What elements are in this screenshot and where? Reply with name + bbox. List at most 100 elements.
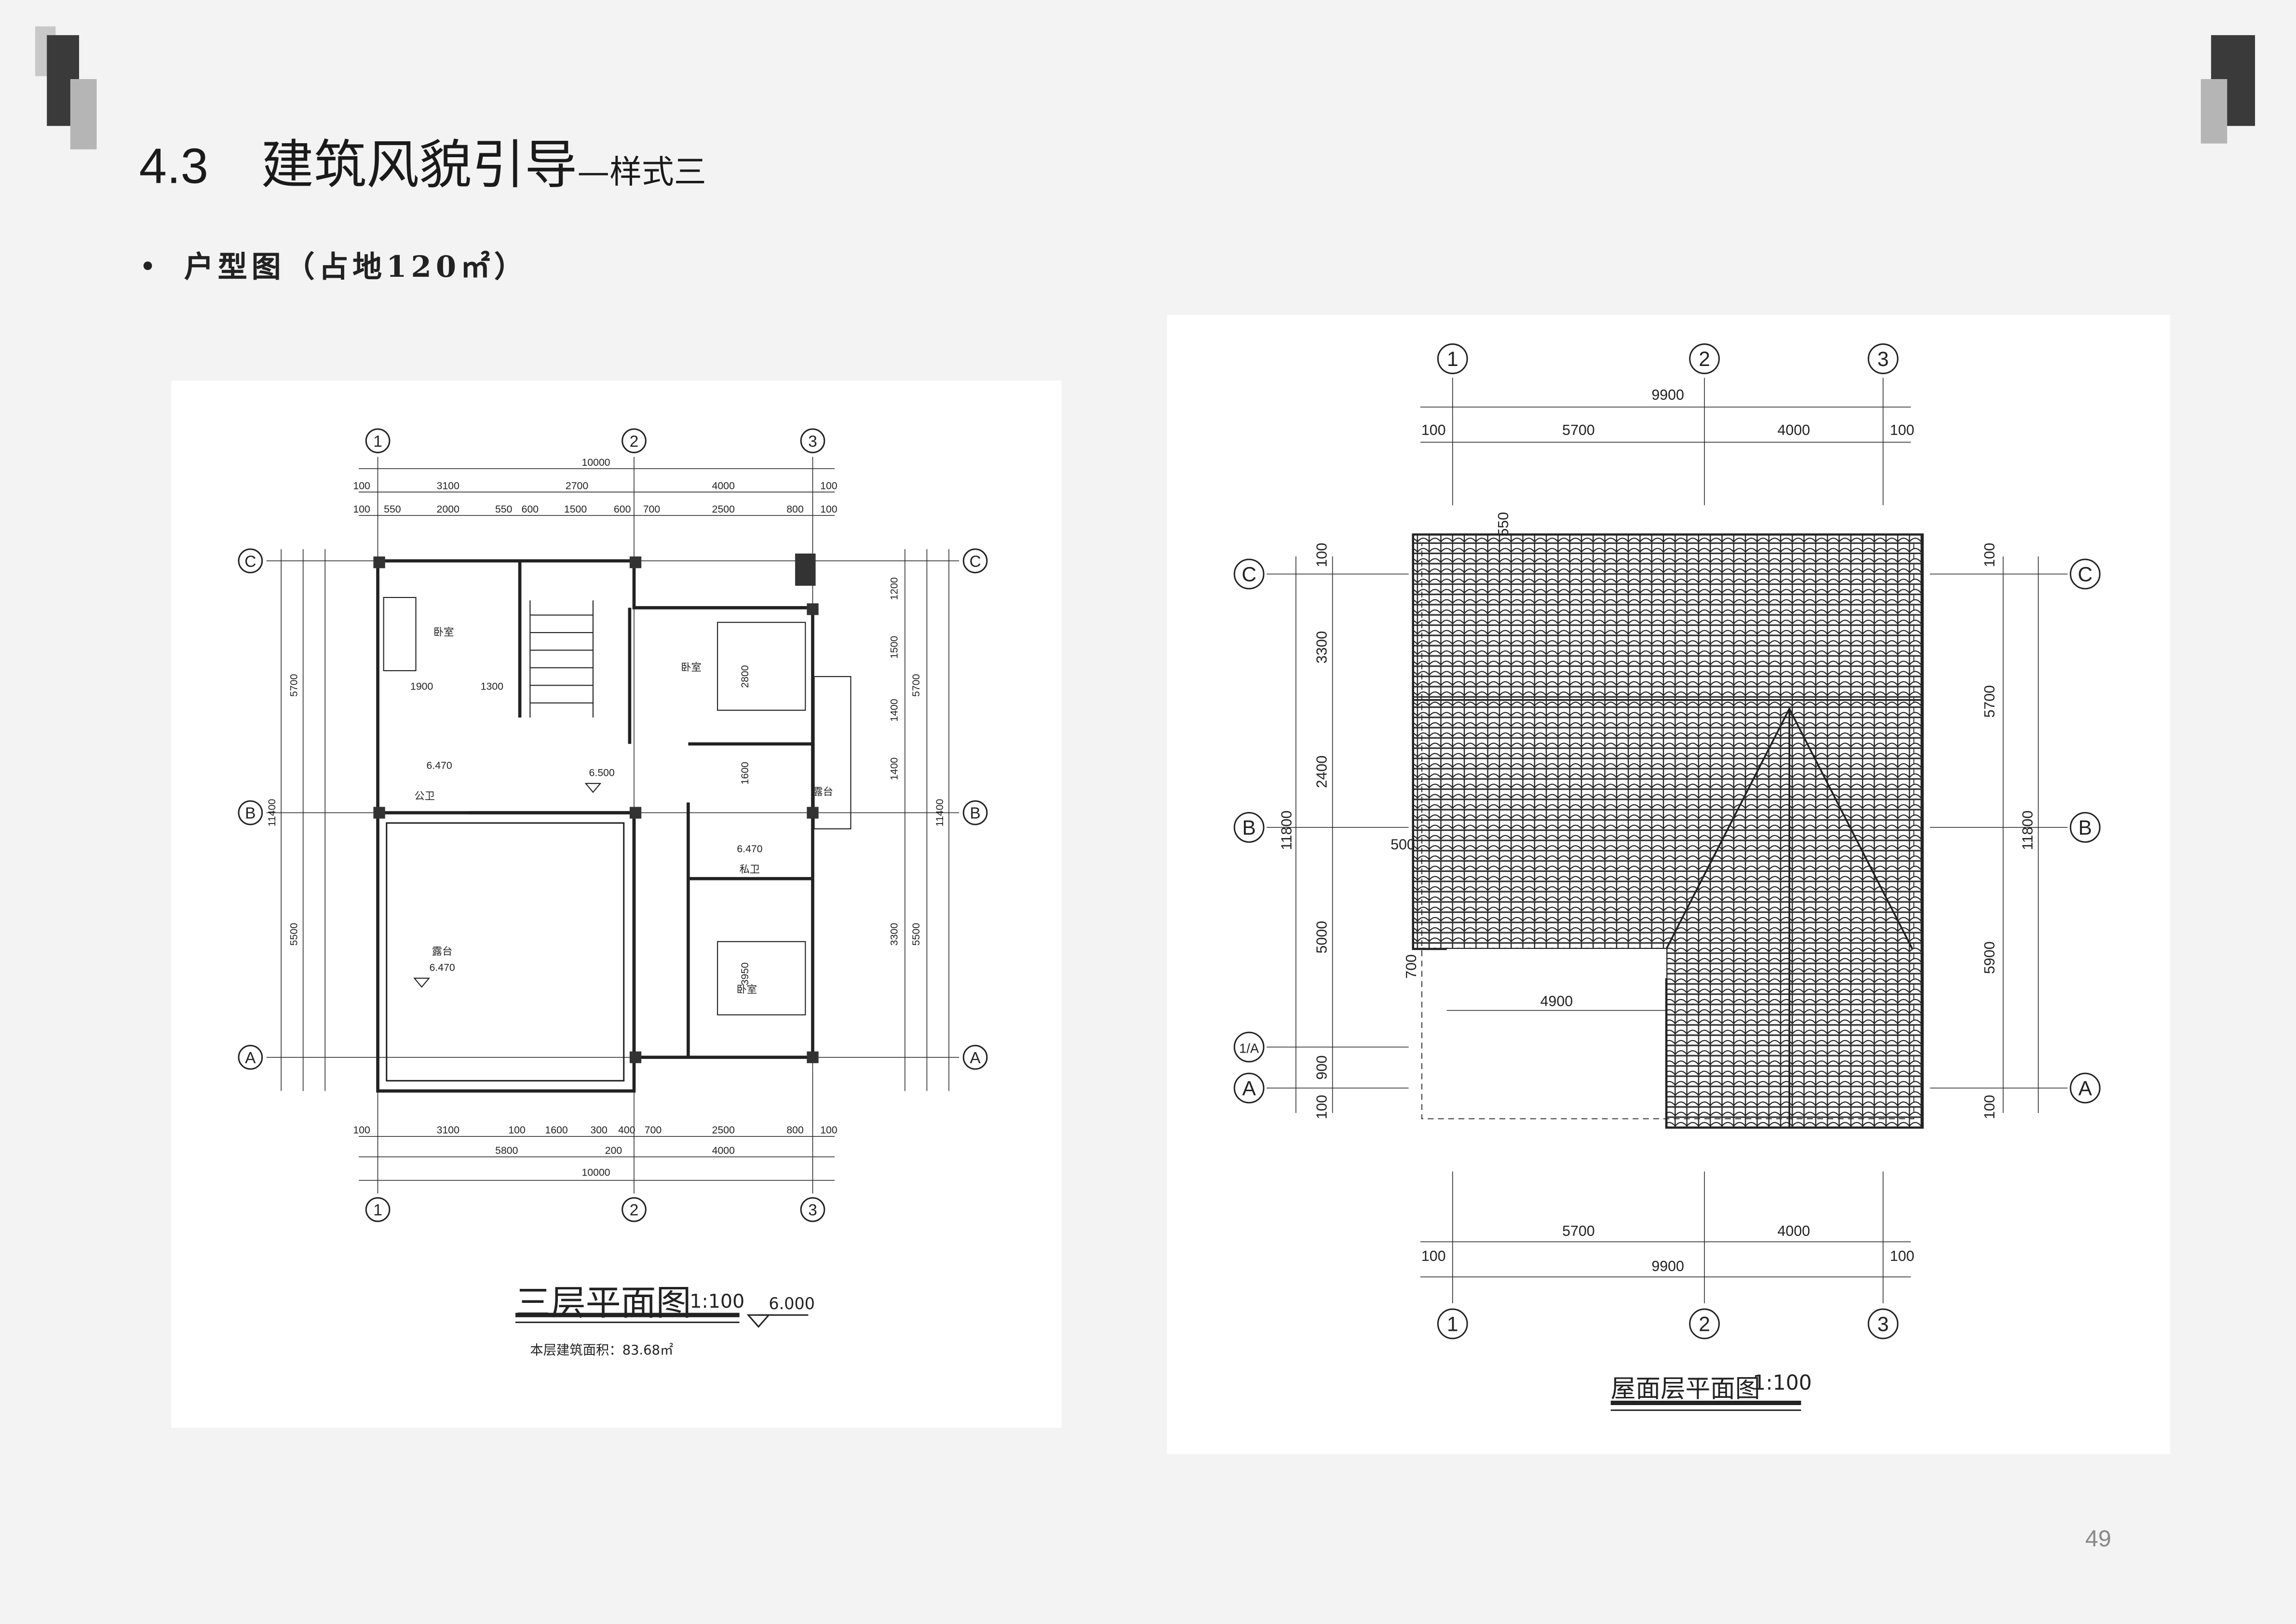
dim-label: 10000 [582, 457, 610, 468]
axis-label: B [2079, 817, 2092, 839]
axis-label: 3 [808, 1202, 817, 1219]
elevation-label: 6.470 [430, 962, 455, 974]
dim-label: 2700 [566, 480, 588, 491]
dim-label: 550 [495, 503, 512, 515]
dim-label: 5000 [1314, 921, 1330, 954]
dim-label: 550 [1496, 512, 1512, 537]
room-label: 露台 [813, 786, 834, 798]
bullet-item: • 户型图（占地120㎡） [139, 243, 528, 285]
dim-label: 100 [1421, 422, 1446, 438]
dim-label: 100 [1982, 1095, 1998, 1120]
dim-label: 4000 [712, 480, 735, 491]
dim-label: 1500 [889, 636, 900, 659]
dim-label: 10000 [582, 1167, 610, 1178]
dim-label: 9900 [1651, 387, 1684, 403]
dim-label: 1300 [481, 680, 503, 692]
elevation-label: 6.500 [589, 767, 615, 779]
axis-label: 2 [1699, 1313, 1710, 1336]
plan-scale: 1:100 [1753, 1372, 1812, 1396]
dim-label: 600 [614, 503, 631, 515]
dim-label: 5900 [1982, 941, 1998, 974]
bullet-text: 户型图（占地120㎡） [184, 249, 528, 284]
dim-label: 100 [820, 1124, 837, 1136]
dim-label: 500 [1391, 837, 1415, 853]
dim-label: 3300 [1314, 631, 1330, 664]
axis-label: 1/A [1239, 1041, 1259, 1056]
room-label: 卧室 [681, 662, 702, 673]
dim-label: 3100 [437, 1124, 459, 1136]
room-label: 公卫 [414, 790, 435, 802]
dim-label: 4900 [1540, 993, 1573, 1009]
axis-label: 1 [373, 433, 382, 450]
elevation-label: 6.470 [737, 843, 762, 855]
plan-title: 屋面层平面图 [1610, 1375, 1760, 1405]
dim-label: 100 [353, 1124, 370, 1136]
dim-label: 800 [786, 503, 803, 515]
room-label: 卧室 [737, 984, 757, 995]
dim-label: 5800 [495, 1145, 518, 1156]
axis-label: 1 [1447, 1313, 1459, 1336]
axis-label: 3 [1877, 1313, 1889, 1336]
axis-label: B [1242, 817, 1256, 839]
dim-label: 1200 [889, 577, 900, 600]
axis-label: C [1242, 564, 1256, 586]
dim-label: 900 [1314, 1056, 1330, 1080]
dim-label: 1600 [545, 1124, 567, 1136]
dim-label: 700 [645, 1124, 662, 1136]
axis-label: B [970, 805, 981, 823]
third-floor-plan-panel: 1 2 3 1 2 3 C B A C B A 10000 100 3100 2… [171, 380, 1062, 1428]
section-number: 4.3 [139, 139, 209, 195]
dim-label: 5500 [288, 923, 300, 946]
dim-label: 100 [1890, 1248, 1915, 1264]
axis-label: B [245, 805, 256, 823]
dim-label: 400 [618, 1124, 635, 1136]
axis-label: A [1242, 1078, 1256, 1100]
dim-label: 1400 [889, 758, 900, 780]
dim-label: 700 [1404, 954, 1419, 979]
page-number: 49 [2085, 1527, 2111, 1553]
page-title: 4.3 建筑风貌引导—样式三 [139, 123, 706, 199]
dim-label: 100 [820, 480, 837, 491]
title-subtitle: —样式三 [577, 155, 706, 192]
dim-label: 11400 [934, 799, 945, 827]
dim-label: 2400 [1314, 756, 1330, 788]
dim-label: 300 [590, 1124, 607, 1136]
bullet-symbol: • [139, 249, 161, 284]
dim-label: 550 [384, 503, 401, 515]
axis-label: 3 [1877, 348, 1889, 371]
dim-label: 5500 [910, 923, 922, 946]
dim-label: 700 [643, 503, 660, 515]
dim-label: 4000 [1778, 1223, 1810, 1239]
axis-label: C [244, 553, 256, 570]
dim-label: 5700 [288, 674, 300, 697]
dim-label: 3100 [437, 480, 459, 491]
dim-label: 1500 [564, 503, 587, 515]
dim-label: 2800 [739, 665, 751, 688]
third-floor-plan-drawing: 1 2 3 1 2 3 C B A C B A 10000 100 3100 2… [238, 428, 988, 1328]
floor-area-note: 本层建筑面积：83.68㎡ [530, 1344, 674, 1359]
dim-label: 2500 [712, 503, 735, 515]
dim-label: 1600 [739, 762, 751, 785]
axis-label: 1 [373, 1202, 382, 1219]
elevation-label: 6.470 [427, 759, 452, 771]
dim-label: 4000 [712, 1145, 735, 1156]
room-label: 私卫 [740, 864, 760, 875]
title-text: 建筑风貌引导 [261, 136, 578, 196]
axis-label: A [245, 1049, 256, 1067]
axis-label: C [970, 553, 981, 570]
dim-label: 200 [605, 1145, 622, 1156]
dim-label: 5700 [910, 674, 922, 697]
axis-label: A [970, 1049, 981, 1067]
axis-label: C [2078, 564, 2093, 586]
roof-plan-panel: 1 2 3 1 2 3 C B 1/A A C B A 9900 100 570… [1167, 314, 2170, 1454]
dim-label: 100 [353, 503, 370, 515]
dim-label: 100 [1421, 1248, 1446, 1264]
axis-label: 2 [1699, 348, 1710, 371]
axis-label: 3 [808, 433, 817, 450]
dim-label: 11800 [2020, 811, 2036, 850]
dim-label: 11800 [1279, 811, 1295, 850]
room-label: 露台 [432, 946, 453, 957]
dim-label: 4000 [1778, 422, 1810, 438]
dim-label: 100 [353, 480, 370, 491]
dim-label: 100 [1982, 543, 1998, 568]
